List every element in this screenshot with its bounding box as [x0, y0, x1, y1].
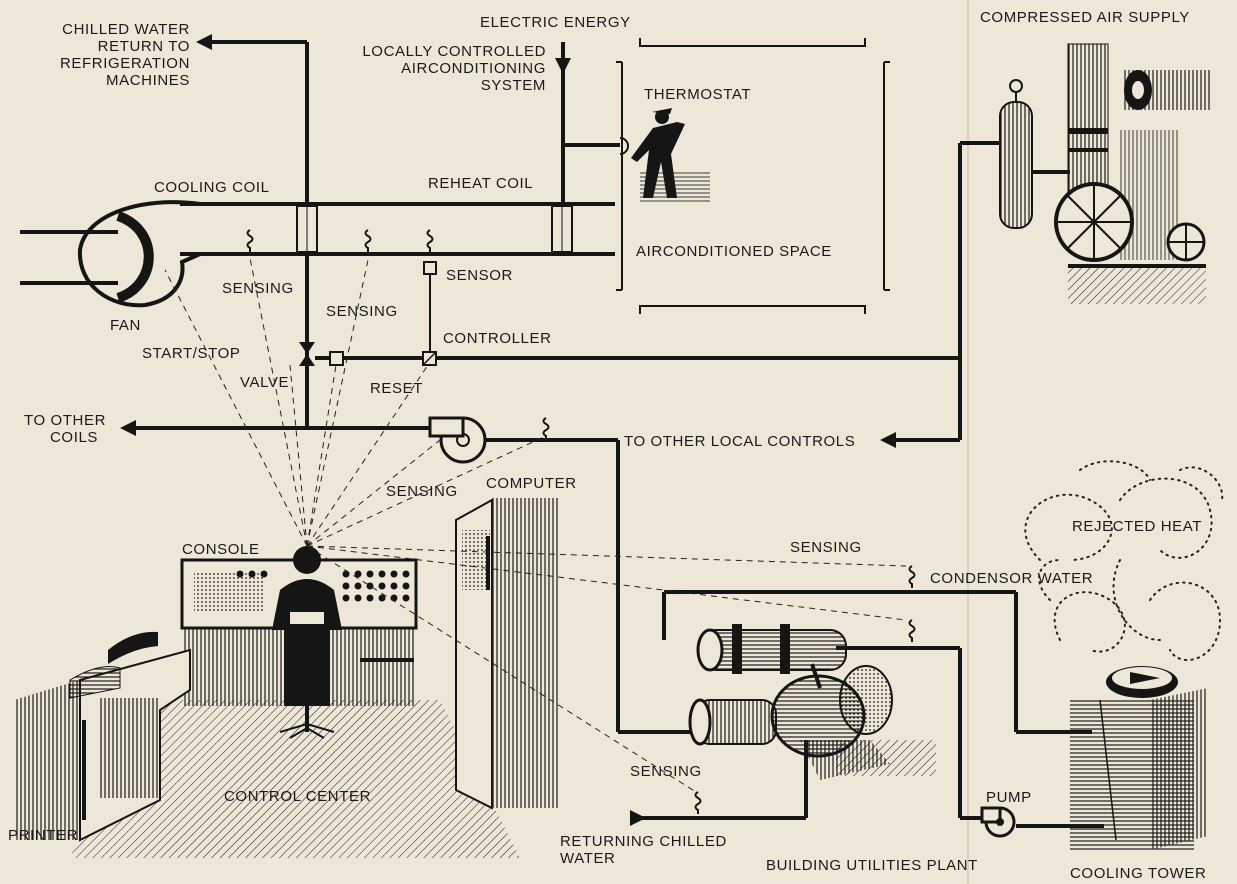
label-rejected-heat: REJECTED HEAT [1072, 518, 1202, 535]
label-condensor-water: CONDENSOR WATER [930, 570, 1093, 587]
duct-sensing-elements [248, 230, 433, 254]
label-locally-controlled-2: AIRCONDITIONING [401, 60, 546, 77]
label-locally-controlled-3: SYSTEM [481, 77, 546, 94]
label-fan: FAN [110, 317, 141, 334]
label-locally-controlled-1: LOCALLY CONTROLLED [362, 43, 546, 60]
label-reheat-coil: REHEAT COIL [428, 175, 533, 192]
control-loop [299, 254, 960, 428]
label-returning-chilled-2: WATER [560, 850, 616, 867]
label-sensing-5: SENSING [630, 763, 702, 780]
thermostat-person-icon [631, 108, 710, 202]
label-sensing-2: SENSING [326, 303, 398, 320]
label-thermostat: THERMOSTAT [644, 86, 751, 103]
label-sensing-1: SENSING [222, 280, 294, 297]
label-cooling-coil: COOLING COIL [154, 179, 270, 196]
label-building-utilities-plant: BUILDING UTILITIES PLANT [766, 857, 978, 874]
label-sensor: SENSOR [446, 267, 513, 284]
label-console: CONSOLE [182, 541, 260, 558]
label-airconditioned-space: AIRCONDITIONED SPACE [636, 243, 832, 260]
pump-lower [982, 808, 1014, 836]
label-sensing-4: SENSING [790, 539, 862, 556]
label-electric-energy: ELECTRIC ENERGY [480, 14, 631, 31]
label-chilled-water-return-1: CHILLED WATER [62, 21, 190, 38]
label-start-stop: START/STOP [142, 345, 241, 362]
cooling-tower [1070, 666, 1208, 850]
reheat-coil [552, 206, 572, 252]
label-controller: CONTROLLER [443, 330, 552, 347]
label-to-other-coils-2: COILS [50, 429, 98, 446]
label-to-other-coils-1: TO OTHER [24, 412, 106, 429]
label-sensing-3: SENSING [386, 483, 458, 500]
label-reset: RESET [370, 380, 423, 397]
label-compressed-air-supply: COMPRESSED AIR SUPPLY [980, 9, 1190, 26]
label-printer: PRINTER [8, 827, 78, 844]
cooling-coil [297, 206, 317, 252]
rejected-heat-swirls [1025, 461, 1222, 660]
label-returning-chilled-1: RETURNING CHILLED [560, 833, 727, 850]
returning-chilled-water-pipe [630, 740, 806, 826]
label-chilled-water-return-4: MACHINES [106, 72, 190, 89]
label-to-other-local-controls: TO OTHER LOCAL CONTROLS [624, 433, 855, 450]
label-control-center: CONTROL CENTER [224, 788, 371, 805]
label-pump: PUMP [986, 789, 1032, 806]
label-chilled-water-return-3: REFRIGERATION [60, 55, 190, 72]
label-computer: COMPUTER [486, 475, 577, 492]
label-cooling-tower: COOLING TOWER [1070, 865, 1206, 882]
label-chilled-water-return-2: RETURN TO [98, 38, 190, 55]
electric-energy-line [555, 42, 628, 204]
label-valve: VALVE [240, 374, 289, 391]
computer-cabinet [456, 498, 560, 808]
air-duct [180, 204, 615, 254]
compressed-air-line [880, 143, 1000, 448]
air-compressor [1000, 44, 1210, 304]
fan [20, 202, 200, 305]
